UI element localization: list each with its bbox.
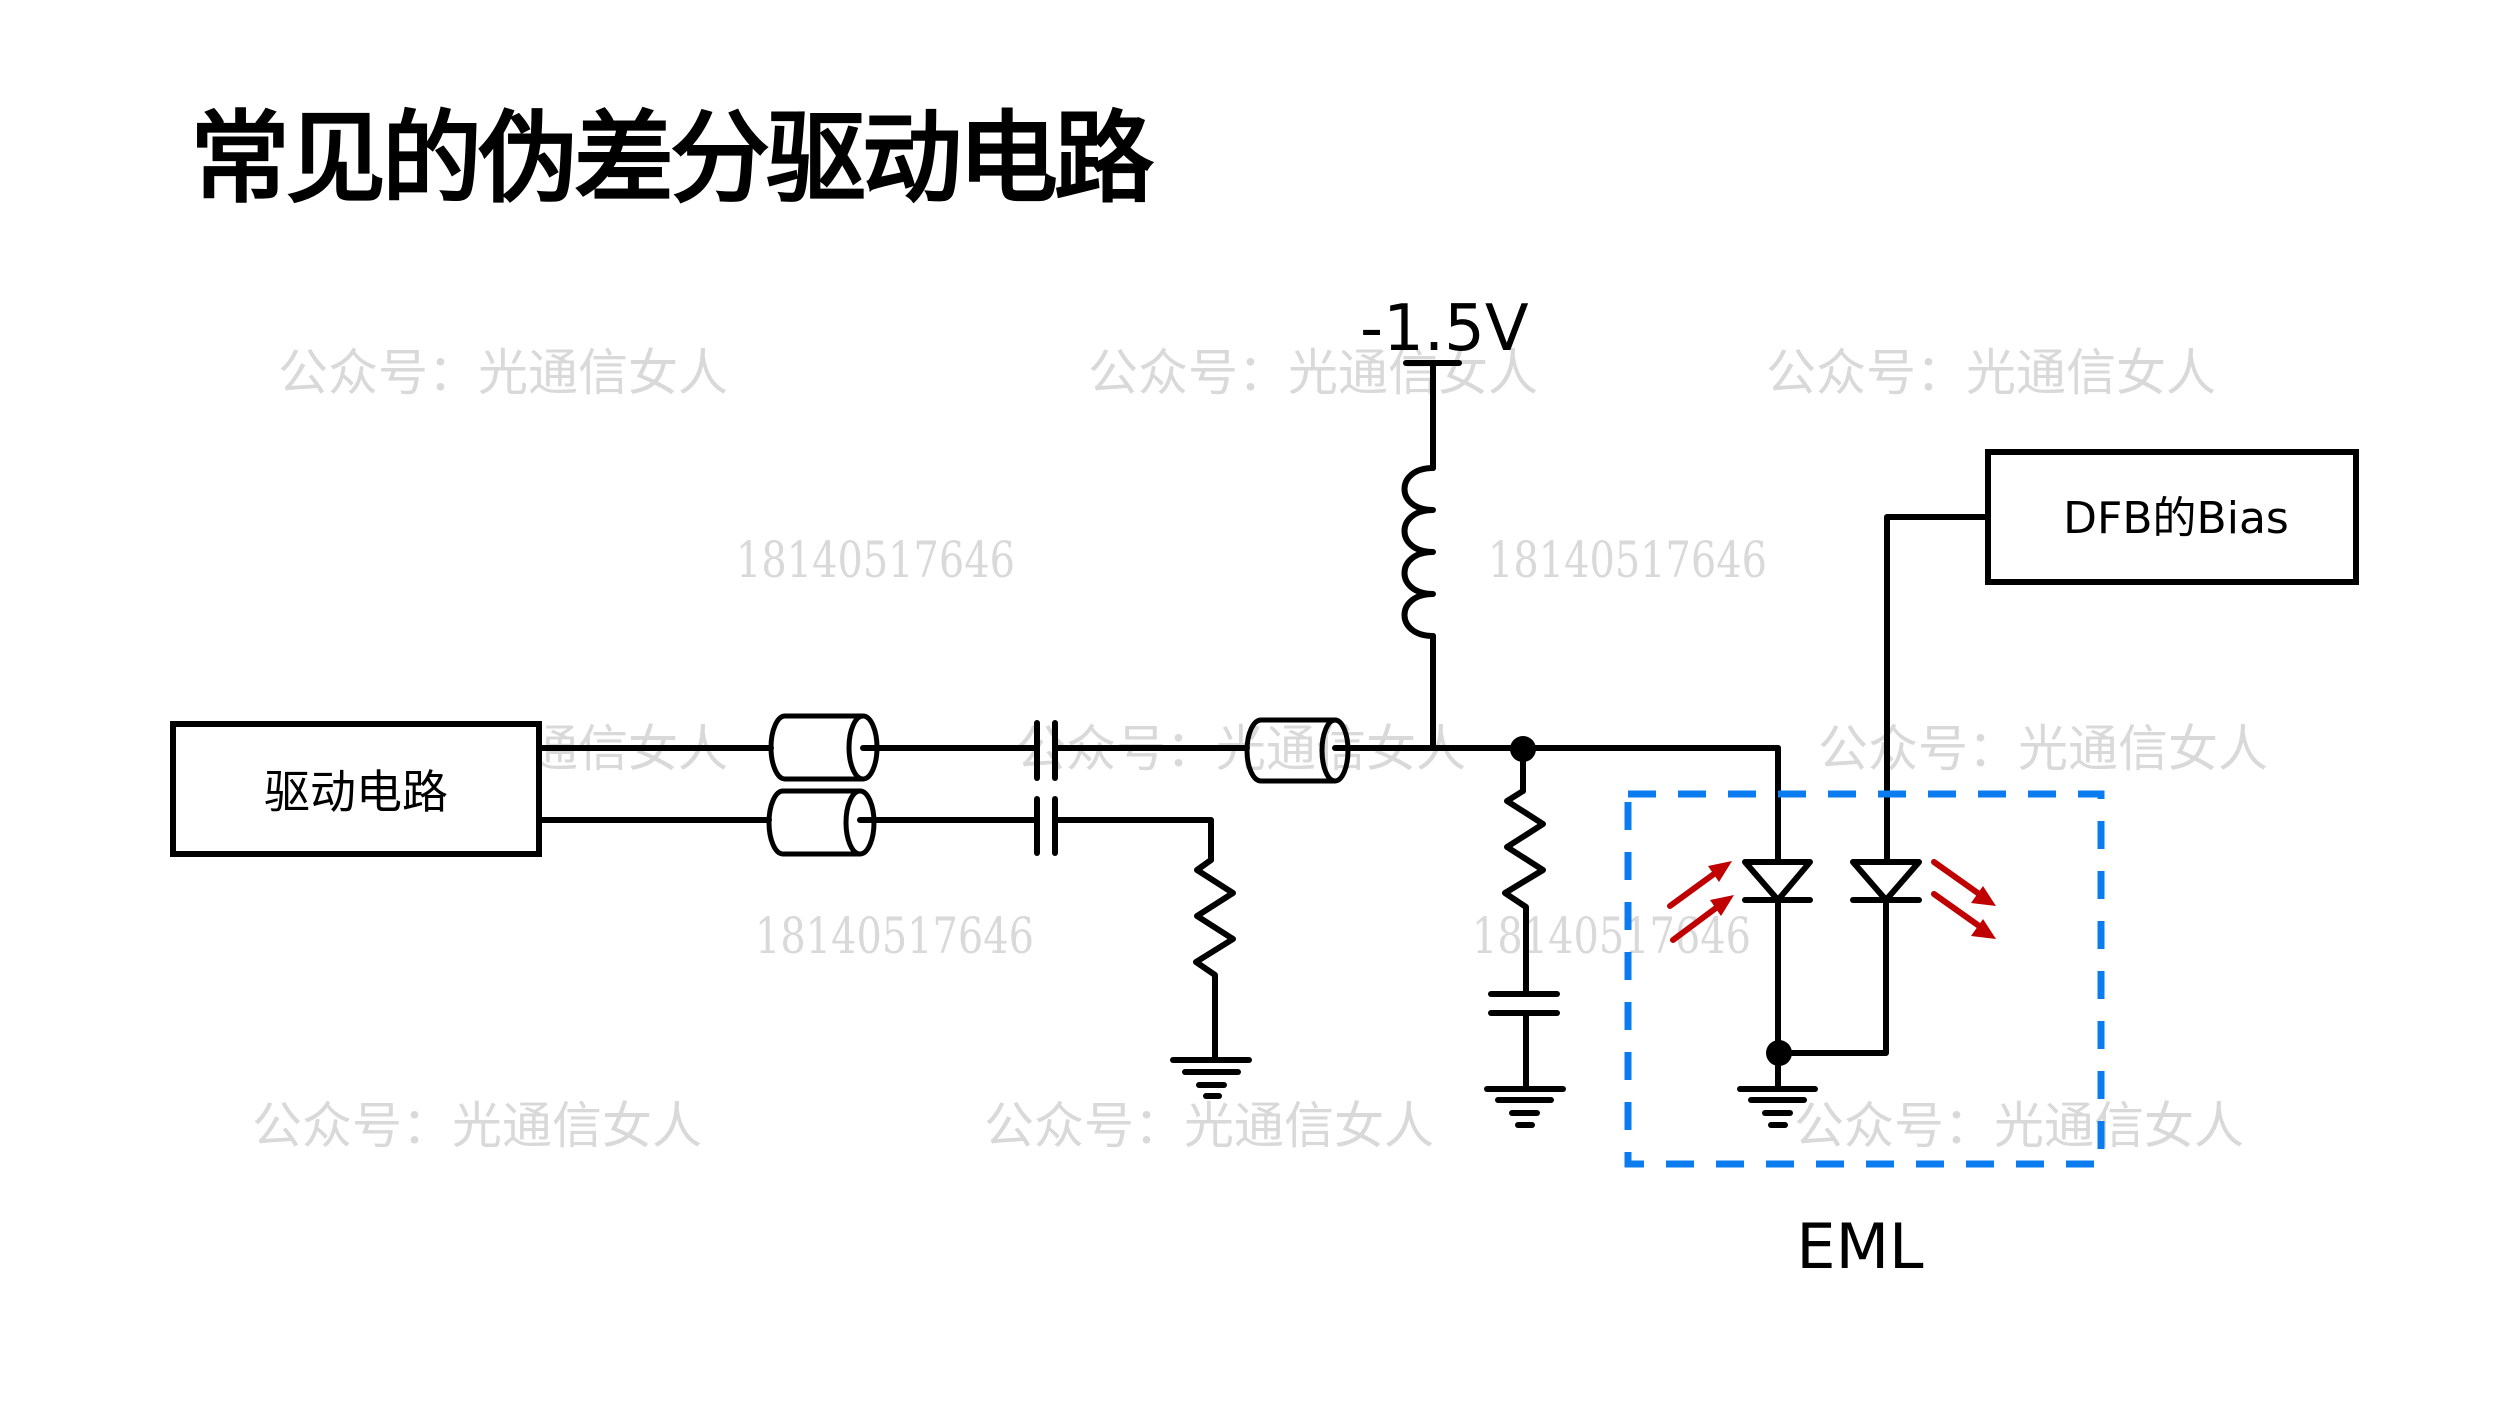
dfb-bias-label: DFB的Bias: [2063, 493, 2289, 544]
watermark-account: 公众号：光通信女人: [278, 344, 728, 402]
ground-icon: [1737, 1086, 1818, 1128]
signal-path-positive: [536, 713, 1781, 864]
modulator-diode-icon: [1742, 859, 1813, 903]
driver-block-outline: [170, 721, 542, 857]
bias-inductor-branch: -1.5V: [1360, 292, 1529, 751]
inductor: [1401, 465, 1436, 639]
termination-resistor-2: [1502, 788, 1546, 997]
termination-resistor-1: [1193, 857, 1236, 1063]
light-out-arrow-icon: [1931, 859, 1996, 939]
watermark-phone: 18140517646: [755, 907, 1034, 965]
junction-dot: [1766, 1040, 1792, 1066]
signal-path-negative: [536, 788, 1252, 1099]
eml-device: EML: [1624, 790, 2105, 1283]
termination-capacitor: [1488, 991, 1560, 1016]
supply-voltage-label: -1.5V: [1360, 292, 1529, 366]
wire: [1884, 514, 1991, 864]
watermark-account: 公众号：光通信女人: [252, 1097, 702, 1155]
watermark-account: 公众号：光通信女人: [984, 1097, 1434, 1155]
dfb-bias-block: DFB的Bias: [1884, 449, 2359, 864]
coupling-capacitor-2: [1034, 796, 1058, 856]
watermark-account: 公众号：光通信女人: [1766, 344, 2216, 402]
ground-icon: [1170, 1057, 1252, 1099]
watermark-account: 公众号：光通信女人: [1794, 1097, 2244, 1155]
termination-rc-branch: [1484, 746, 1566, 1128]
wire: [1776, 897, 1889, 1056]
driver-block-label: 驱动电路: [264, 765, 448, 819]
light-in-arrow-icon: [1667, 861, 1734, 943]
eml-outline: [1624, 790, 2105, 1168]
wire: [1052, 817, 1214, 863]
dfb-bias-outline: [1985, 449, 2359, 585]
driver-block: 驱动电路: [170, 721, 542, 857]
watermark-phone: 18140517646: [1488, 531, 1767, 589]
ground-icon: [1484, 1086, 1566, 1128]
laser-diode-icon: [1850, 859, 1922, 903]
watermark-account: 公众号：光通信女人: [1088, 344, 1538, 402]
transmission-line-2: [766, 788, 877, 857]
watermark-account: 公众号：光通信女人: [1818, 720, 2268, 778]
eml-label: EML: [1796, 1210, 1924, 1283]
slide-title: 常见的伪差分驱动电路: [190, 100, 1154, 217]
watermark-layer: 公众号：光通信女人 公众号：光通信女人 公众号：光通信女人 1814051764…: [252, 344, 2268, 1155]
watermark-phone: 18140517646: [736, 531, 1015, 589]
